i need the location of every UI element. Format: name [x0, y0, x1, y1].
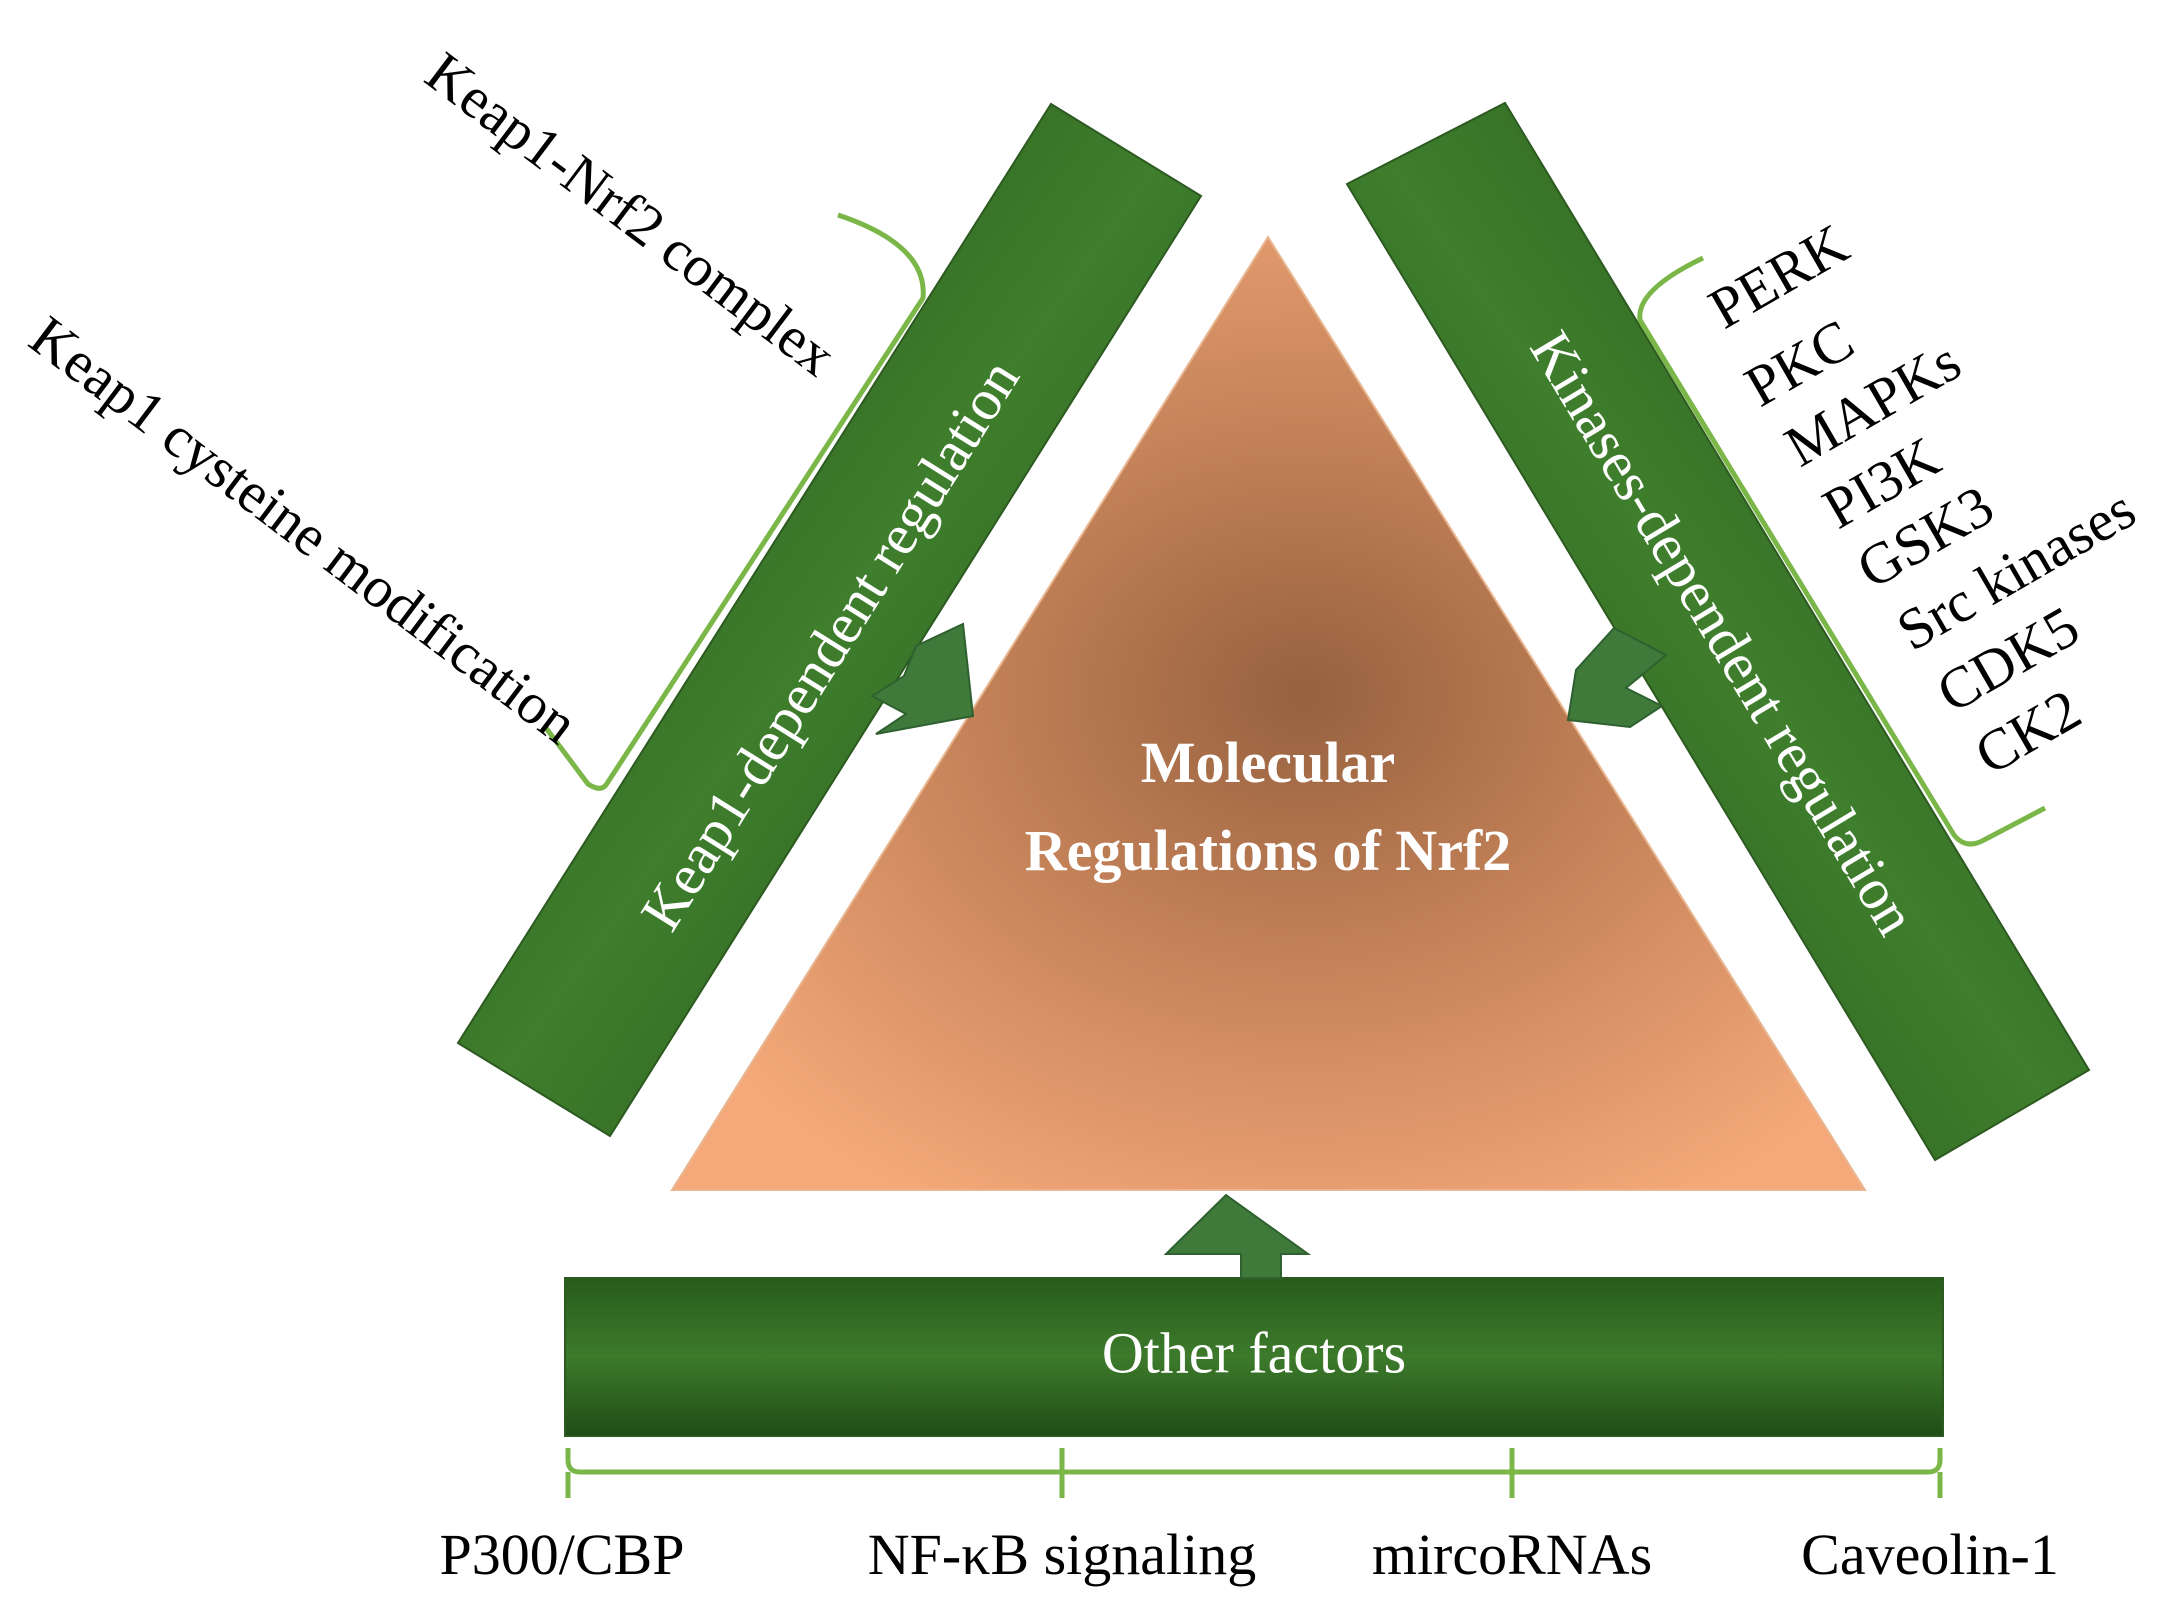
bottom-item-caveolin-1: Caveolin-1	[1801, 1522, 2059, 1587]
bottom-bar-label: Other factors	[1102, 1320, 1406, 1385]
left-regulation-bar	[456, 102, 1203, 1138]
bottom-regulation-bar	[564, 1277, 1944, 1437]
center-title-line1: Molecular	[1141, 730, 1395, 795]
bottom-bracket	[565, 1448, 1943, 1475]
center-title-line2: Regulations of Nrf2	[1025, 818, 1512, 883]
left-item-keap1-cysteine-modification: Keap1 cysteine modification	[18, 303, 590, 756]
right-arrow	[1566, 626, 1668, 729]
right-regulation-bar	[1345, 101, 2091, 1162]
left-item-keap1-nrf2-complex: Keap1-Nrf2 complex	[414, 39, 848, 388]
right-bracket	[1637, 255, 2047, 847]
left-arrow	[869, 622, 975, 735]
left-bracket	[544, 212, 926, 791]
bottom-item-micrornas: mircoRNAs	[1372, 1522, 1652, 1587]
bottom-item-p300-cbp: P300/CBP	[440, 1522, 685, 1587]
bottom-arrow	[1163, 1193, 1312, 1279]
bottom-item-nf-kb-signaling: NF-κB signaling	[868, 1522, 1257, 1587]
